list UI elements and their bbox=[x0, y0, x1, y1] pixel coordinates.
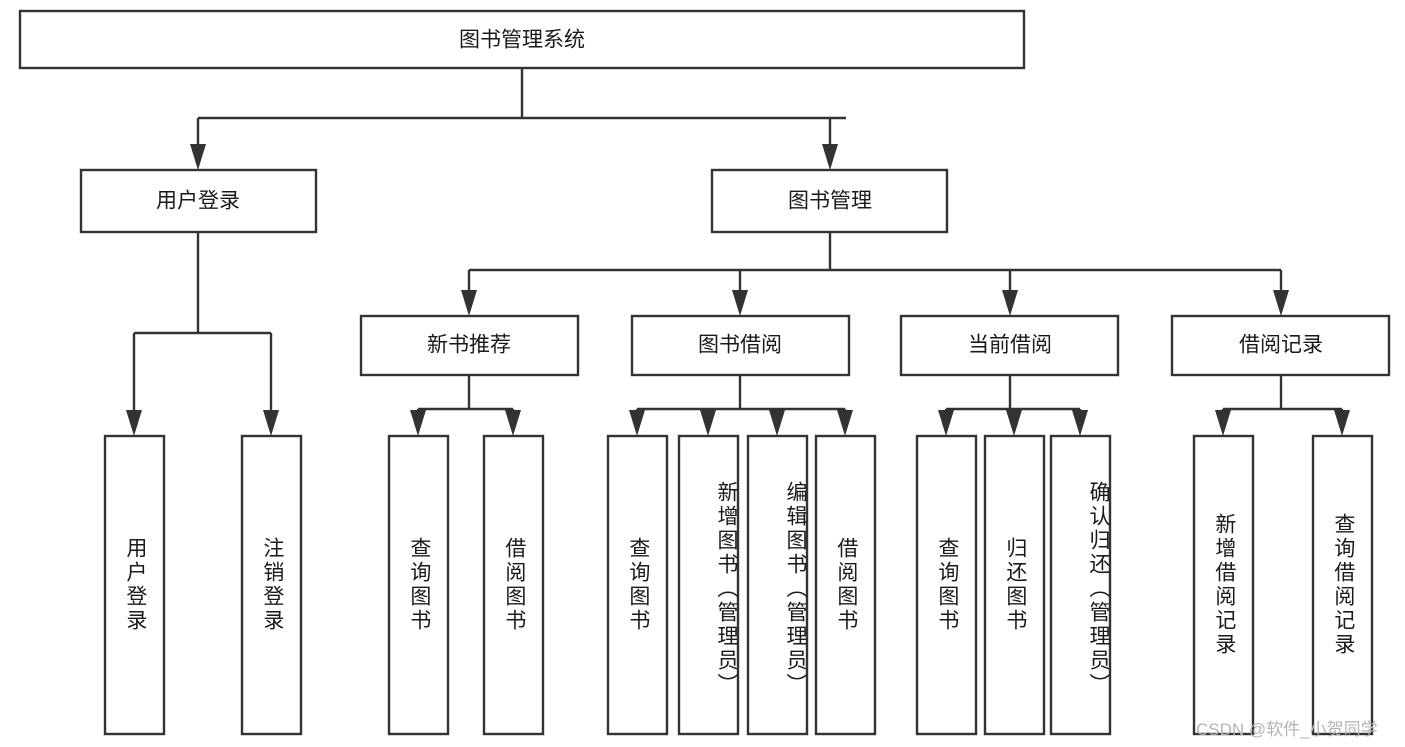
connector-root-to-level2 bbox=[190, 68, 846, 170]
node-box-book-borrow[interactable] bbox=[630, 314, 851, 377]
connector-current-to-leaves bbox=[938, 375, 1088, 436]
leaf-label-add-borrow-record: 新增借阅记录 bbox=[1212, 513, 1236, 657]
leaf-box-logout[interactable] bbox=[240, 434, 303, 736]
node-label-root: 图书管理系统 bbox=[459, 29, 585, 52]
connector-new-book-to-leaves bbox=[410, 375, 521, 436]
leaf-label-logout: 注销登录 bbox=[260, 537, 284, 633]
leaf-label-query-book-1: 查询图书 bbox=[407, 537, 431, 633]
node-label-book-management: 图书管理 bbox=[788, 190, 872, 213]
leaf-box-query-book-1[interactable] bbox=[387, 434, 450, 736]
leaf-box-confirm-return-admin[interactable] bbox=[1049, 434, 1112, 736]
leaf-label-query-book-3: 查询图书 bbox=[935, 537, 959, 633]
leaf-box-query-book-2[interactable] bbox=[606, 434, 669, 736]
leaf-box-add-book-admin[interactable] bbox=[677, 434, 740, 736]
node-box-book-management[interactable] bbox=[710, 168, 949, 234]
leaf-label-user-login: 用户登录 bbox=[123, 537, 147, 633]
watermark-text: CSDN @软件_小贺同学 bbox=[1196, 720, 1378, 739]
leaf-label-confirm-return-admin: 确认归还（管理员） bbox=[1087, 481, 1110, 697]
node-label-borrow-record: 借阅记录 bbox=[1239, 334, 1323, 357]
leaf-label-query-borrow-record: 查询借阅记录 bbox=[1331, 513, 1355, 657]
node-label-user-login: 用户登录 bbox=[156, 190, 240, 213]
leaf-box-add-borrow-record[interactable] bbox=[1192, 434, 1255, 736]
leaf-label-return-book: 归还图书 bbox=[1003, 537, 1027, 633]
node-box-root[interactable] bbox=[18, 9, 1026, 70]
leaf-label-add-book-admin: 新增图书（管理员） bbox=[715, 481, 738, 697]
leaf-box-user-login[interactable] bbox=[103, 434, 166, 736]
leaf-label-edit-book-admin: 编辑图书（管理员） bbox=[784, 481, 807, 697]
leaf-box-query-book-3[interactable] bbox=[915, 434, 978, 736]
connector-record-to-leaves bbox=[1215, 375, 1350, 436]
leaf-box-borrow-book-1[interactable] bbox=[482, 434, 545, 736]
node-label-new-book-recommend: 新书推荐 bbox=[427, 334, 511, 357]
connector-user-login-to-leaves bbox=[126, 232, 279, 436]
leaf-label-query-book-2: 查询图书 bbox=[626, 537, 650, 633]
node-box-current-borrow[interactable] bbox=[899, 314, 1120, 377]
leaf-box-edit-book-admin[interactable] bbox=[746, 434, 809, 736]
connector-borrow-to-leaves bbox=[629, 375, 853, 436]
node-box-new-book-recommend[interactable] bbox=[359, 314, 580, 377]
connector-book-mgmt-to-level3 bbox=[461, 232, 1289, 316]
leaf-label-borrow-book-1: 借阅图书 bbox=[502, 537, 526, 633]
node-label-current-borrow: 当前借阅 bbox=[968, 334, 1052, 357]
node-box-borrow-record[interactable] bbox=[1170, 314, 1391, 377]
node-box-user-login[interactable] bbox=[79, 168, 318, 234]
node-label-book-borrow: 图书借阅 bbox=[698, 334, 782, 357]
leaf-label-borrow-book-2: 借阅图书 bbox=[834, 537, 858, 633]
leaf-box-borrow-book-2[interactable] bbox=[814, 434, 877, 736]
leaf-box-query-borrow-record[interactable] bbox=[1311, 434, 1374, 736]
leaf-box-return-book[interactable] bbox=[983, 434, 1046, 736]
